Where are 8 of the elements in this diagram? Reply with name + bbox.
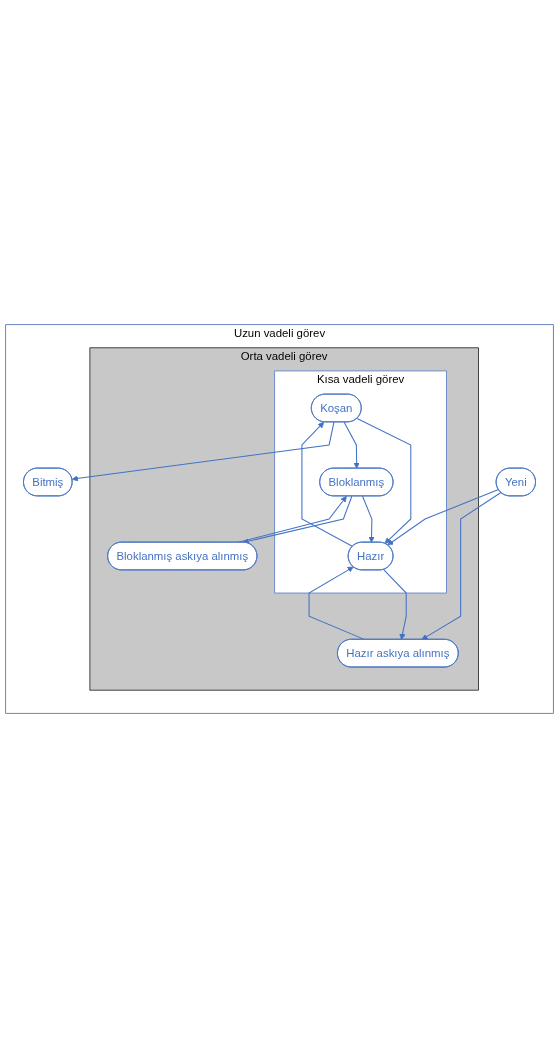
arrow	[362, 495, 375, 543]
arrow	[356, 417, 412, 544]
arrow	[421, 492, 502, 640]
arrow	[71, 421, 335, 482]
arrow	[387, 489, 500, 546]
arrow	[301, 421, 354, 548]
arrow	[383, 569, 407, 640]
arrow	[343, 421, 360, 469]
